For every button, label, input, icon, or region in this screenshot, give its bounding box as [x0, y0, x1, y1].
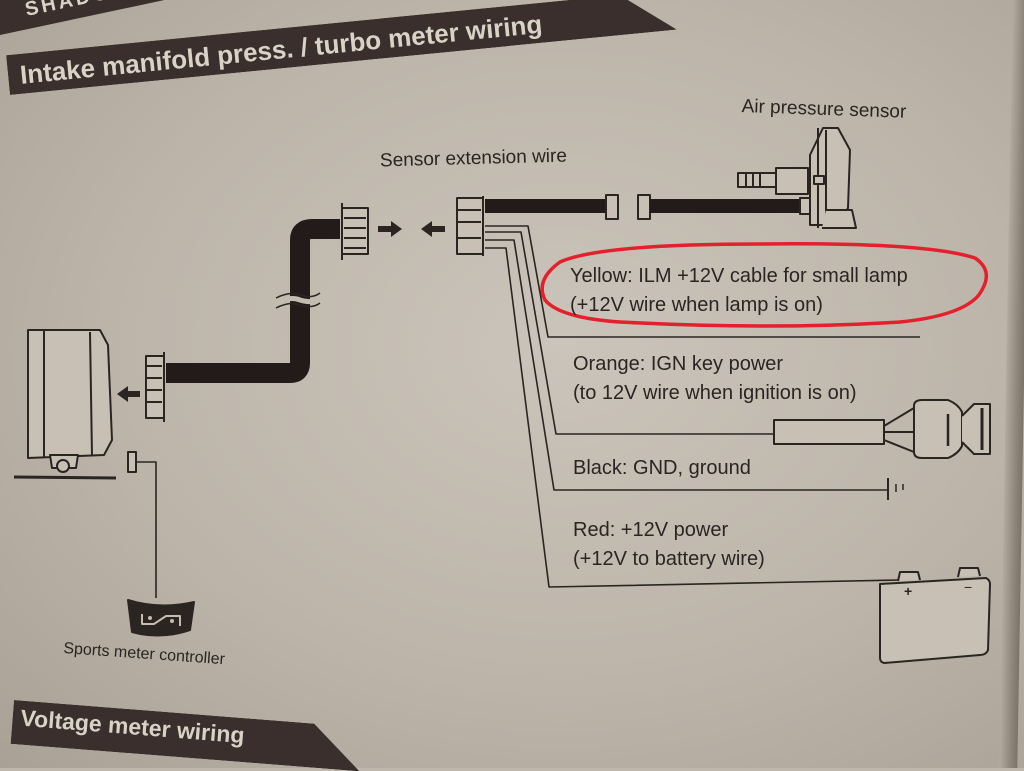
- cable-break-icon: [274, 295, 322, 306]
- wire-red-line1: Red: +12V power: [573, 519, 729, 541]
- arrow-right-icon: [378, 221, 402, 237]
- black-wire: [485, 239, 888, 491]
- cable-connector-icon: [341, 203, 369, 260]
- battery-icon: [879, 567, 991, 664]
- ground-symbol-icon: [887, 478, 904, 500]
- yellow-wire: [485, 225, 920, 338]
- air-pressure-sensor-icon: [737, 127, 857, 229]
- extension-connector-icon: [456, 196, 484, 256]
- wire-orange-line2: (to 12V wire when ignition is on): [573, 382, 857, 404]
- battery-plus-label: +: [904, 583, 913, 599]
- wire-red-line2: (+12V to battery wire): [573, 548, 765, 570]
- wire-yellow-line2: (+12V wire when lamp is on): [570, 294, 823, 316]
- gauge-connector-icon: [145, 352, 165, 422]
- red-wire: [485, 247, 901, 588]
- gauge-meter-icon: [13, 329, 117, 480]
- wire-yellow-line1: Yellow: ILM +12V cable for small lamp: [570, 265, 908, 287]
- controller-lead: [127, 451, 157, 598]
- wire-orange-line1: Orange: IGN key power: [573, 353, 784, 375]
- battery-minus-label: −: [964, 579, 973, 595]
- wire-black-line1: Black: GND, ground: [573, 457, 751, 479]
- wire-yellow-description: Yellow: ILM +12V cable for small lamp (+…: [570, 262, 908, 320]
- highlight-circle: [540, 242, 988, 328]
- wire-orange-description: Orange: IGN key power (to 12V wire when …: [573, 350, 856, 408]
- wire-red-description: Red: +12V power (+12V to battery wire): [573, 516, 765, 574]
- arrow-left-icon: [421, 221, 445, 237]
- orange-wire: [485, 231, 774, 435]
- wire-black-description: Black: GND, ground: [573, 454, 751, 483]
- ignition-connector-icon: [773, 399, 991, 459]
- arrow-left-icon: [117, 386, 140, 402]
- sports-meter-controller-icon: [127, 599, 195, 637]
